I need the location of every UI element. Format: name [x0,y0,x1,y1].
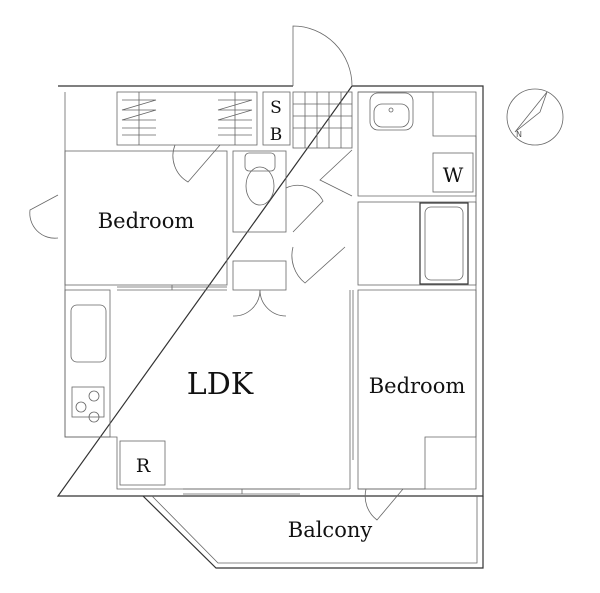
shoe-box: S B [262,91,291,146]
bedroom-2: Bedroom [357,289,477,521]
refrigerator-label: R [136,455,151,477]
north-compass-icon: N [506,88,564,146]
balcony: Balcony [142,495,484,569]
ldk: R LDK [119,290,354,495]
bathroom [357,201,477,286]
shoe-box-label-b: B [270,125,283,145]
ldk-label: LDK [187,367,254,402]
toilet [232,150,324,233]
svg-text:N: N [516,130,522,139]
balcony-label: Balcony [288,518,373,542]
bedroom-1: Bedroom [29,150,228,291]
entrance-tiles [292,91,353,149]
storage [232,246,346,317]
closet [116,91,258,183]
entrance-door [292,25,353,87]
bedroom-2-label: Bedroom [369,374,466,398]
washroom: W [319,91,477,197]
shoe-box-label-s: S [270,98,282,118]
kitchen [64,289,111,438]
bedroom-1-label: Bedroom [98,209,195,233]
washer-label: W [443,163,464,187]
outer-walls [56,85,484,497]
